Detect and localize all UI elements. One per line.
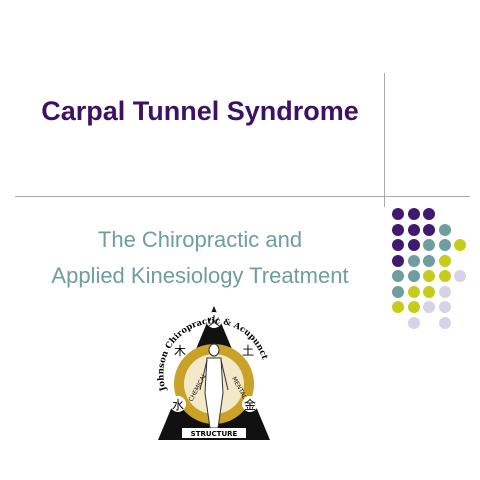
glyph-left-circle — [172, 342, 188, 358]
decorative-dot — [423, 223, 435, 236]
decorative-dot — [438, 223, 451, 236]
human-figure-icon — [199, 343, 229, 429]
subtitle-line-1: The Chiropractic and — [97, 227, 303, 252]
decorative-dot — [454, 239, 466, 251]
decorative-dot — [392, 301, 404, 313]
horizontal-divider — [15, 196, 470, 197]
decorative-dot — [438, 239, 451, 251]
decorative-dot — [407, 223, 420, 236]
decorative-dot — [407, 208, 420, 220]
glyph-right-circle — [240, 342, 256, 358]
glyph-top-circle — [206, 312, 222, 328]
decorative-dot — [438, 285, 451, 298]
decorative-dot — [392, 254, 404, 267]
glyph-bottom-right-circle — [242, 396, 258, 412]
decorative-dot — [454, 270, 466, 282]
glyph-bottom-right: 金 — [244, 397, 256, 412]
subtitle-line-2: Applied Kinesiology Treatment — [51, 263, 349, 288]
decorative-dot — [407, 270, 420, 282]
glyph-left: 木 — [174, 344, 186, 358]
decorative-dot — [392, 208, 404, 220]
decorative-dot — [407, 316, 420, 329]
decorative-dot — [423, 208, 435, 220]
glyph-right: 土 — [242, 344, 254, 358]
decorative-dot — [392, 270, 404, 282]
decorative-dot — [423, 270, 435, 282]
decorative-dot — [423, 239, 435, 251]
decorative-dot — [392, 223, 404, 236]
slide-subtitle: The Chiropractic and Applied Kinesiology… — [20, 222, 380, 294]
decorative-dot — [438, 270, 451, 282]
decorative-dot — [407, 254, 420, 267]
decorative-dot — [423, 285, 435, 298]
decorative-dot — [407, 301, 420, 313]
decorative-dot-grid — [390, 206, 470, 366]
structure-bar — [182, 428, 246, 438]
decorative-dot — [392, 239, 404, 251]
slide-title: Carpal Tunnel Syndrome — [41, 96, 359, 126]
glyph-bottom-left-circle — [170, 396, 186, 412]
decorative-dot — [438, 254, 451, 267]
structure-label: STRUCTURE — [191, 430, 238, 438]
decorative-dot — [407, 239, 420, 251]
decorative-dot — [423, 301, 435, 313]
vertical-divider — [384, 73, 385, 207]
decorative-dot — [423, 254, 435, 267]
clinic-logo: 火 木 土 水 金 CHEMICAL MENTAL STRUCTURE John… — [152, 298, 276, 448]
glyph-bottom-left: 水 — [172, 398, 184, 412]
decorative-dot — [438, 316, 451, 329]
decorative-dot — [392, 285, 404, 298]
decorative-dot — [438, 301, 451, 313]
decorative-dot — [407, 285, 420, 298]
glyph-top: 火 — [208, 314, 220, 328]
